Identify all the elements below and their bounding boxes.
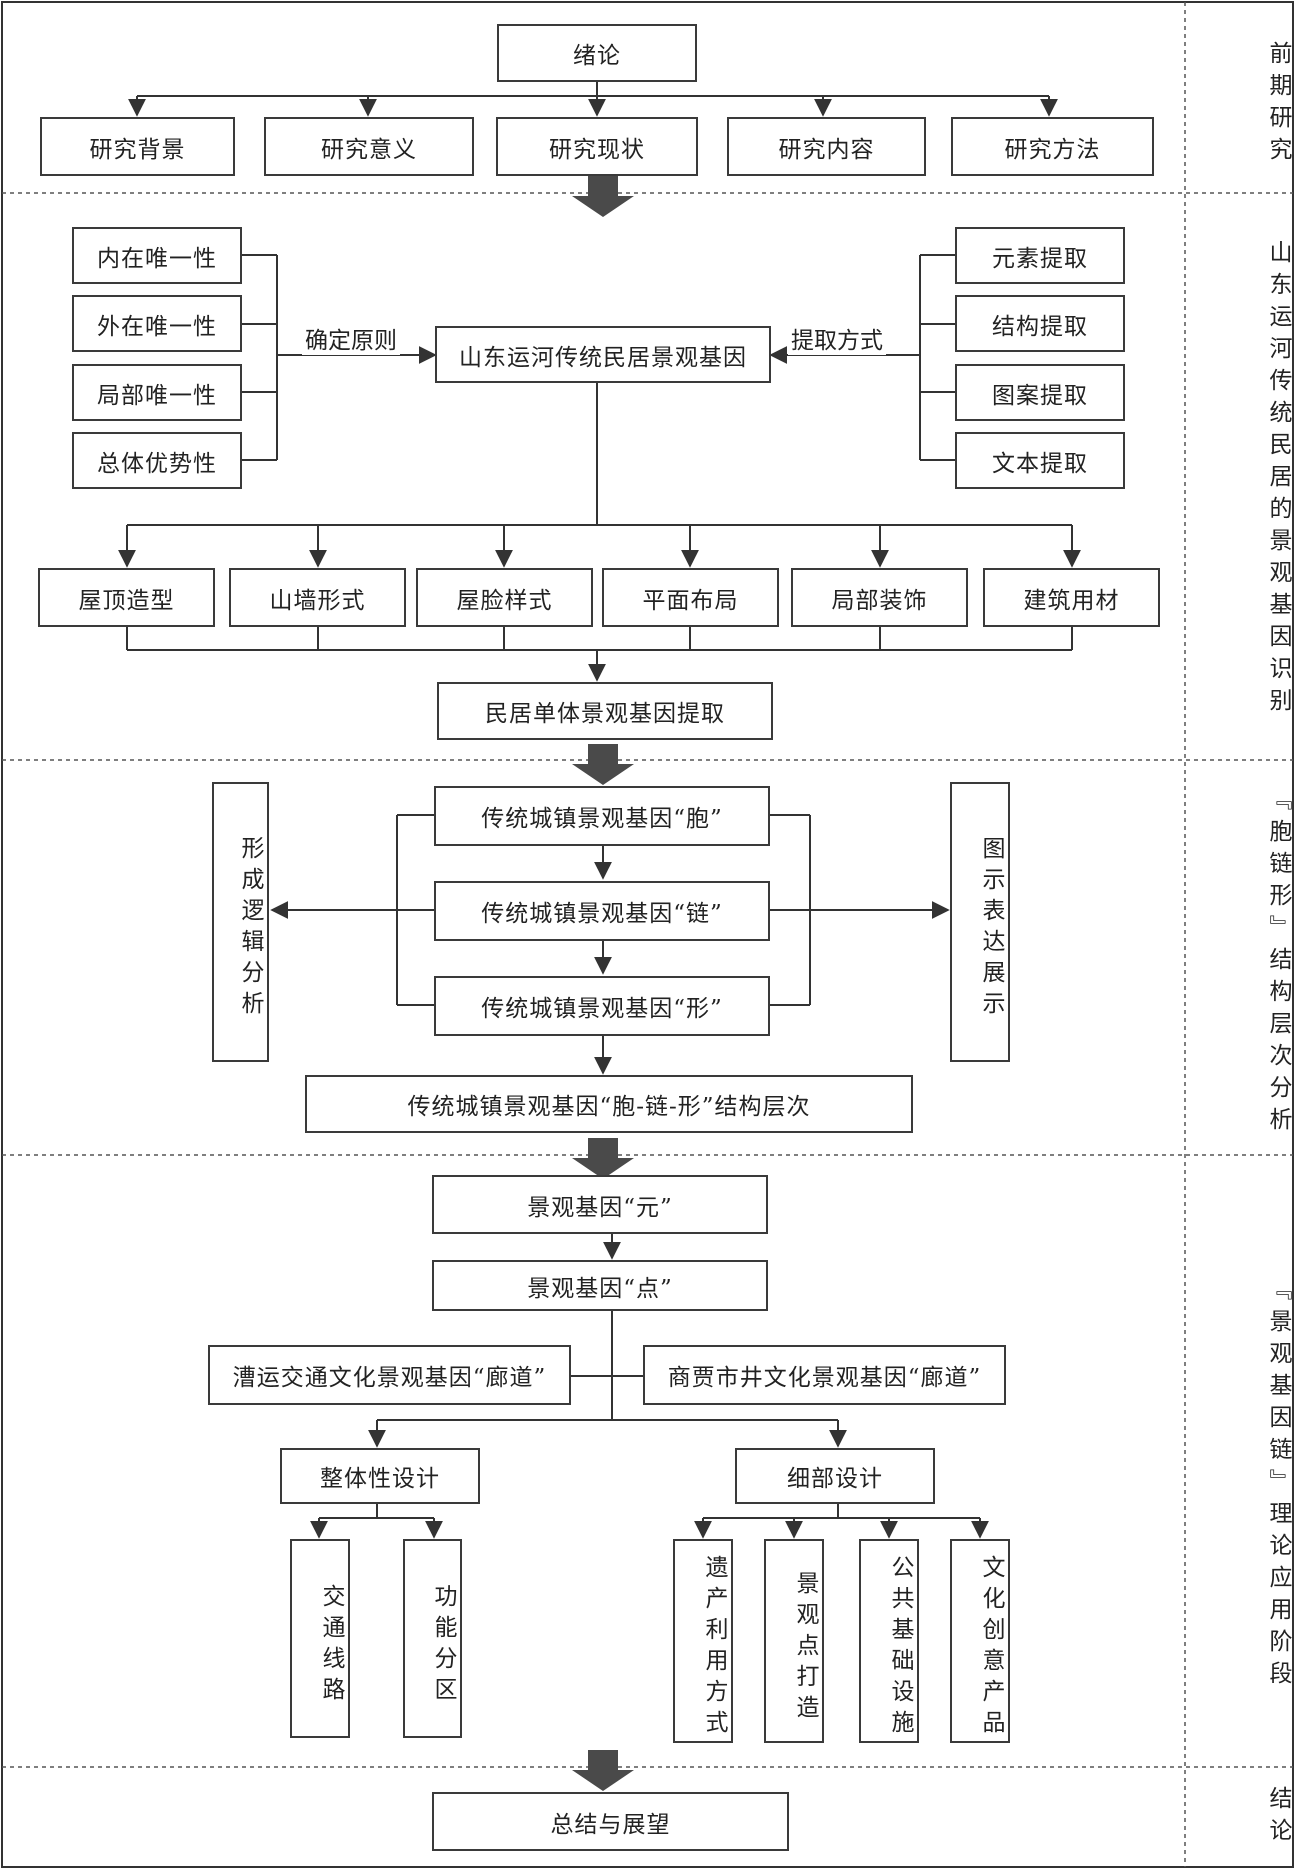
stage-label-preliminary-research: 前期研究 [1265, 41, 1291, 169]
node-feature-gable: 山墙形式 [229, 568, 406, 627]
node-summary-outlook: 总结与展望 [432, 1792, 789, 1851]
stage-block-arrow-1 [572, 176, 634, 217]
node-canal-transport-corridor: 漕运交通文化景观基因“廊道” [208, 1345, 571, 1405]
node-public-infrastructure: 公共基础设施 [859, 1539, 919, 1743]
node-gene-xing: 传统城镇景观基因“形” [434, 976, 770, 1036]
node-gene-dian: 景观基因“点” [432, 1260, 768, 1311]
node-research-status: 研究现状 [496, 117, 698, 176]
stage-label-gene-identification: 山东运河传统民居的景观基因识别 [1265, 240, 1291, 720]
stage-block-arrow-2 [572, 744, 634, 785]
stage-label-structure-analysis: 『胞链形』结构层次分析 [1265, 787, 1291, 1139]
node-heritage-utilization: 遗产利用方式 [673, 1539, 733, 1743]
stage-block-arrow-4 [572, 1750, 634, 1791]
node-feature-facade: 屋脸样式 [416, 568, 593, 627]
node-research-method: 研究方法 [951, 117, 1154, 176]
node-scenic-spot-creation: 景观点打造 [764, 1539, 824, 1743]
node-detail-design: 细部设计 [735, 1448, 935, 1504]
node-bao-lian-xing-hierarchy: 传统城镇景观基因“胞-链-形”结构层次 [305, 1075, 913, 1133]
node-gene-yuan: 景观基因“元” [432, 1175, 768, 1234]
node-traffic-route: 交通线路 [290, 1539, 350, 1738]
node-research-background: 研究背景 [40, 117, 235, 176]
node-gene-bao: 传统城镇景观基因“胞” [434, 786, 770, 846]
node-feature-decoration: 局部装饰 [791, 568, 968, 627]
stage-block-arrow-3 [572, 1138, 634, 1179]
node-feature-material: 建筑用材 [983, 568, 1160, 627]
node-feature-plan: 平面布局 [602, 568, 779, 627]
node-principle-local-uniqueness: 局部唯一性 [72, 364, 242, 421]
label-determine-principles: 确定原则 [302, 321, 400, 355]
node-method-element: 元素提取 [955, 227, 1125, 284]
node-gene-lian: 传统城镇景观基因“链” [434, 881, 770, 941]
node-principle-overall-dominance: 总体优势性 [72, 432, 242, 489]
node-formation-logic-analysis: 形成逻辑分析 [212, 782, 269, 1062]
node-cultural-creative-products: 文化创意产品 [950, 1539, 1010, 1743]
stage-label-conclusion: 结论 [1265, 1786, 1291, 1850]
node-method-text: 文本提取 [955, 432, 1125, 489]
node-research-content: 研究内容 [727, 117, 926, 176]
node-method-structure: 结构提取 [955, 295, 1125, 352]
node-research-significance: 研究意义 [264, 117, 474, 176]
node-landscape-gene-core: 山东运河传统民居景观基因 [435, 326, 771, 383]
label-extraction-methods: 提取方式 [788, 321, 886, 355]
node-method-pattern: 图案提取 [955, 364, 1125, 421]
node-overall-design: 整体性设计 [280, 1448, 480, 1504]
stage-label-theory-application: 『景观基因链』理论应用阶段 [1265, 1277, 1291, 1693]
node-functional-zoning: 功能分区 [403, 1539, 462, 1738]
node-principle-extrinsic-uniqueness: 外在唯一性 [72, 295, 242, 352]
node-market-culture-corridor: 商贾市井文化景观基因“廊道” [643, 1345, 1006, 1405]
node-feature-roof: 屋顶造型 [38, 568, 215, 627]
node-graphic-expression: 图示表达展示 [950, 782, 1010, 1062]
node-dwelling-gene-extraction: 民居单体景观基因提取 [437, 682, 773, 740]
node-introduction: 绪论 [497, 24, 697, 82]
node-principle-intrinsic-uniqueness: 内在唯一性 [72, 227, 242, 284]
